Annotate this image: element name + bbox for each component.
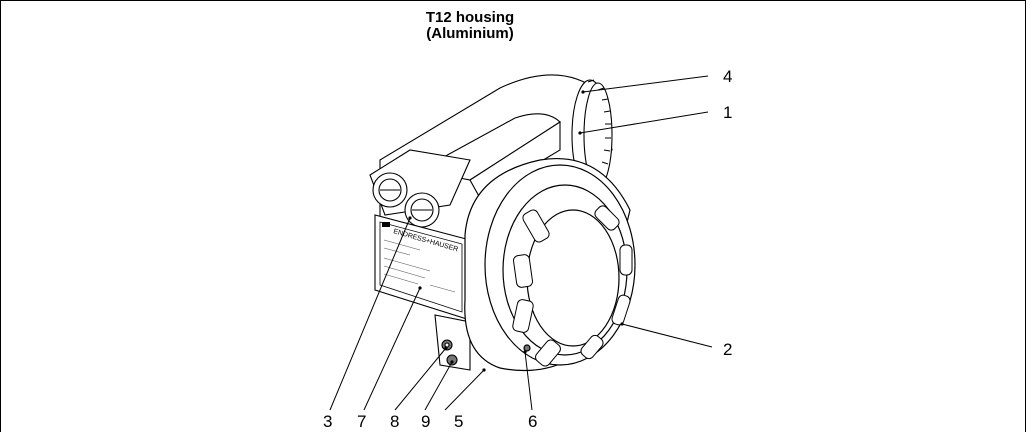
leader-7 <box>363 287 421 411</box>
title-line-2: (Aluminium) <box>426 25 514 42</box>
leader-4 <box>582 75 709 93</box>
callout-1: 1 <box>723 103 732 122</box>
leader-8 <box>394 347 447 411</box>
callout-7: 7 <box>357 412 366 431</box>
callout-labels: 4 1 2 3 7 8 9 5 6 <box>323 67 732 431</box>
leader-1 <box>579 111 709 134</box>
callout-3: 3 <box>323 412 332 431</box>
leader-lines <box>329 75 713 411</box>
callout-5: 5 <box>454 412 463 431</box>
leader-2 <box>621 323 713 348</box>
cable-entries <box>369 149 471 228</box>
callout-2: 2 <box>723 340 732 359</box>
callout-6: 6 <box>528 412 537 431</box>
nameplate: ENDRESS+HAUSER <box>374 214 471 321</box>
front-cover <box>464 158 636 372</box>
ground-terminal <box>434 314 471 371</box>
title-line-1: T12 housing <box>425 9 515 26</box>
callout-9: 9 <box>421 412 430 431</box>
callout-4: 4 <box>723 67 732 86</box>
leader-6 <box>524 351 533 411</box>
callout-dots <box>408 90 624 372</box>
callout-8: 8 <box>390 412 399 431</box>
leader-9 <box>424 361 453 411</box>
leader-5 <box>444 369 485 411</box>
leader-3 <box>329 217 411 411</box>
diagram-title: T12 housing (Aluminium) <box>385 10 555 42</box>
